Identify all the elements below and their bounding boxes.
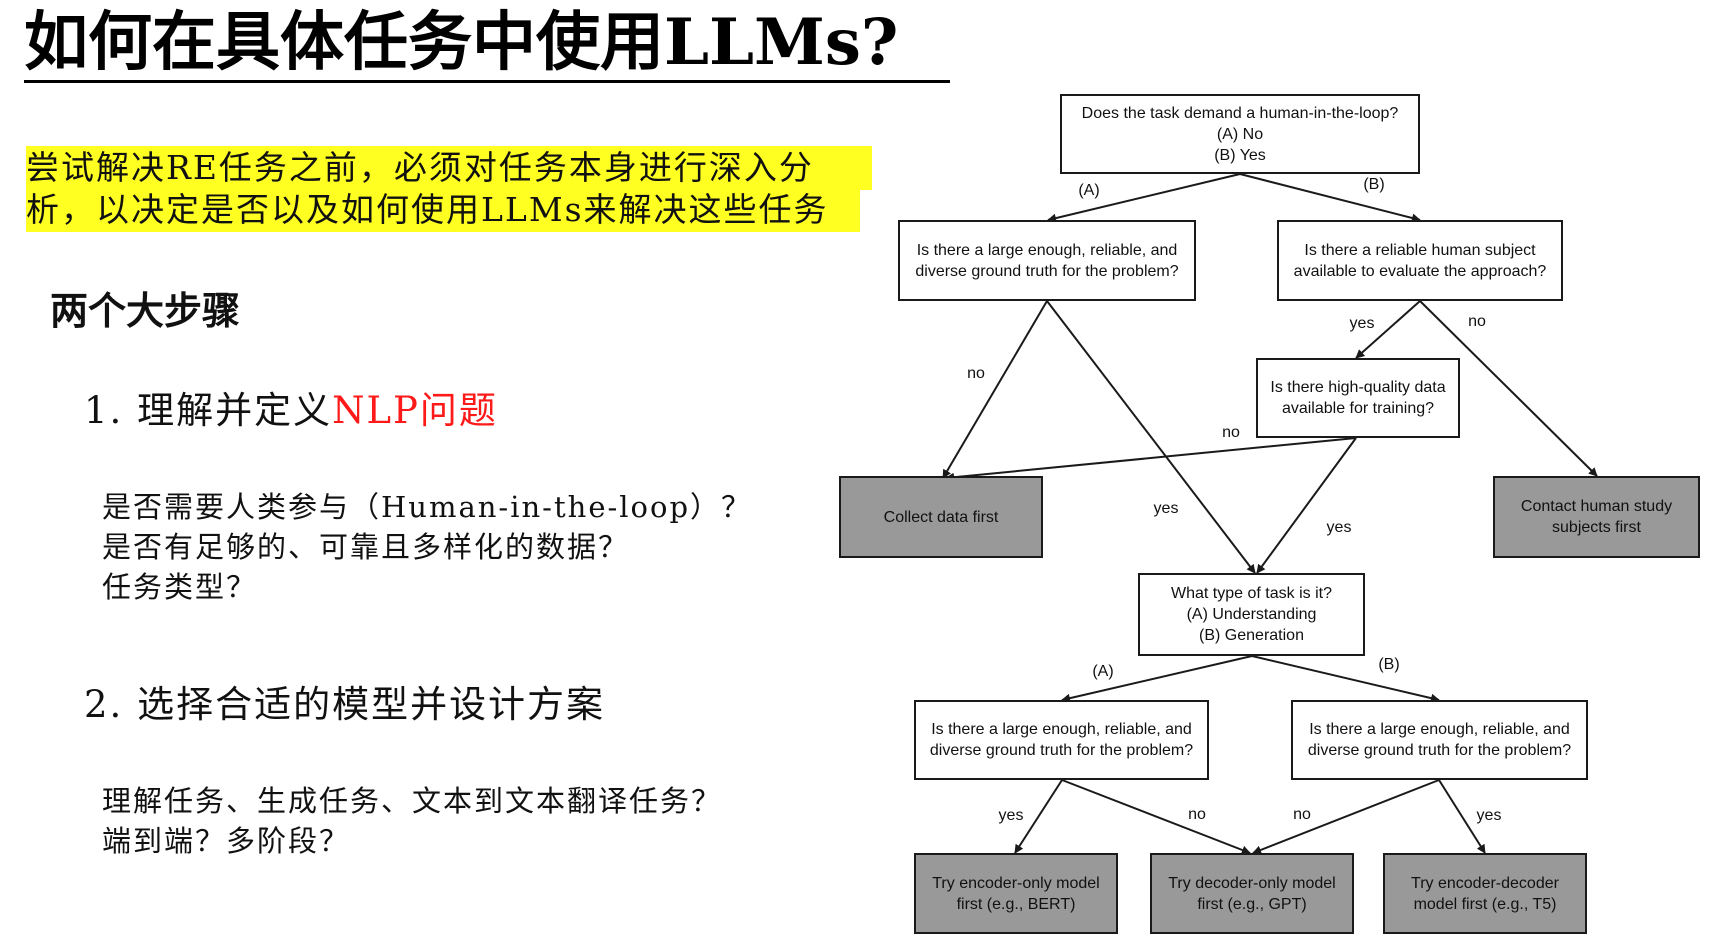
step-2-question: 端到端？多阶段？ (102, 824, 351, 858)
node-task-type: What type of task is it? (A) Understandi… (1138, 573, 1365, 656)
title-underline (24, 80, 950, 83)
arrow-human-b (1239, 173, 1421, 223)
edge-label-subject-yes: yes (1349, 315, 1375, 332)
node-text: Collect data first (883, 508, 999, 526)
arrow-und-no (1061, 779, 1251, 855)
edge-label-human-a: (A) (1078, 182, 1100, 199)
node-gt-understanding: Is there a large enough, reliable, and d… (914, 700, 1209, 780)
node-text: Is there a reliable human subject (1304, 241, 1536, 259)
edge-label-gen-yes: yes (1476, 807, 1502, 824)
node-text: Try encoder-decoder (1411, 874, 1559, 892)
arrow-und-yes (1014, 779, 1063, 854)
arrow-gt-no (942, 300, 1048, 479)
node-text: diverse ground truth for the problem? (1307, 742, 1572, 759)
highlight-line-1: 尝试解决RE任务之前，必须对任务本身进行深入分 (26, 146, 872, 190)
arrow-task-b (1251, 655, 1440, 703)
arrow-train-no (945, 437, 1357, 482)
node-text: (B) Generation (1199, 627, 1304, 644)
node-text: model first (e.g., T5) (1413, 895, 1557, 913)
arrow-task-a (1061, 655, 1253, 703)
node-text: Try encoder-only model (932, 874, 1100, 892)
node-text: diverse ground truth for the problem? (915, 262, 1179, 280)
step-1-heading: 1. 理解并定义NLP问题 (84, 380, 498, 434)
edge-label-train-no: no (1222, 424, 1240, 441)
arrow-train-yes (1256, 437, 1357, 574)
edge-label-und-yes: yes (998, 807, 1024, 824)
node-text: Is there a large enough, reliable, and (916, 241, 1178, 259)
edge-label-task-a: (A) (1092, 663, 1114, 680)
node-text: available for training? (1281, 400, 1435, 417)
node-human-in-loop: Does the task demand a human-in-the-loop… (1060, 94, 1420, 174)
step-1-question: 任务类型？ (102, 570, 258, 604)
node-encoder-decoder: Try encoder-decoder model first (e.g., T… (1383, 853, 1587, 934)
step-2-question: 理解任务、生成任务、文本到文本翻译任务？ (102, 784, 723, 818)
highlight-line-2: 析，以决定是否以及如何使用LLMs来解决这些任务 (26, 188, 860, 232)
node-text: subjects first (1552, 519, 1641, 536)
edge-label-gen-no: no (1293, 806, 1311, 823)
edge-label-gt-yes: yes (1153, 500, 1179, 517)
node-text: Contact human study (1520, 498, 1673, 515)
step-1-prefix: 1. 理解并定义 (84, 389, 333, 432)
step-1-question: 是否有足够的、可靠且多样化的数据？ (102, 530, 630, 564)
node-text: (A) Understanding (1186, 606, 1317, 623)
slide-title: 如何在具体任务中使用LLMs? (24, 5, 899, 80)
edge-label-gt-no: no (967, 365, 985, 382)
node-text: Does the task demand a human-in-the-loop… (1081, 104, 1399, 122)
arrow-subject-no (1419, 300, 1598, 477)
edge-label-task-b: (B) (1378, 656, 1400, 673)
node-text: first (e.g., GPT) (1197, 895, 1307, 913)
node-encoder-only: Try encoder-only model first (e.g., BERT… (914, 853, 1118, 934)
edge-label-und-no: no (1188, 806, 1206, 823)
node-training-data: Is there high-quality data available for… (1256, 358, 1460, 438)
node-ground-truth: Is there a large enough, reliable, and d… (898, 220, 1196, 301)
node-text: What type of task is it? (1171, 585, 1332, 602)
node-text: first (e.g., BERT) (956, 895, 1076, 913)
node-text: available to evaluate the approach? (1293, 262, 1547, 280)
node-human-subject: Is there a reliable human subject availa… (1277, 220, 1563, 301)
arrow-gen-yes (1438, 779, 1486, 854)
node-text: (A) No (1216, 125, 1264, 143)
node-text: Try decoder-only model (1168, 874, 1336, 892)
edge-label-human-b: (B) (1363, 176, 1385, 193)
node-text: diverse ground truth for the problem? (929, 742, 1194, 759)
steps-heading: 两个大步骤 (50, 289, 241, 333)
arrow-human-a (1047, 173, 1241, 223)
node-decoder-only: Try decoder-only model first (e.g., GPT) (1150, 853, 1354, 934)
node-text: (B) Yes (1214, 146, 1266, 164)
node-text: Is there high-quality data (1270, 379, 1446, 396)
arrow-subject-yes (1355, 300, 1421, 359)
edge-label-subject-no: no (1468, 313, 1486, 330)
node-text: Is there a large enough, reliable, and (931, 721, 1192, 738)
arrow-gen-no (1252, 779, 1440, 855)
step-1-emphasis: NLP问题 (332, 389, 498, 432)
edge-label-train-yes: yes (1326, 519, 1352, 536)
node-gt-generation: Is there a large enough, reliable, and d… (1291, 700, 1588, 780)
arrow-gt-yes (1046, 300, 1256, 574)
step-2-heading: 2. 选择合适的模型并设计方案 (84, 683, 606, 726)
node-contact-subjects: Contact human study subjects first (1493, 476, 1700, 558)
step-1-question: 是否需要人类参与（Human-in-the-loop）？ (102, 490, 753, 524)
node-collect-data: Collect data first (839, 476, 1043, 558)
node-text: Is there a large enough, reliable, and (1309, 721, 1570, 738)
